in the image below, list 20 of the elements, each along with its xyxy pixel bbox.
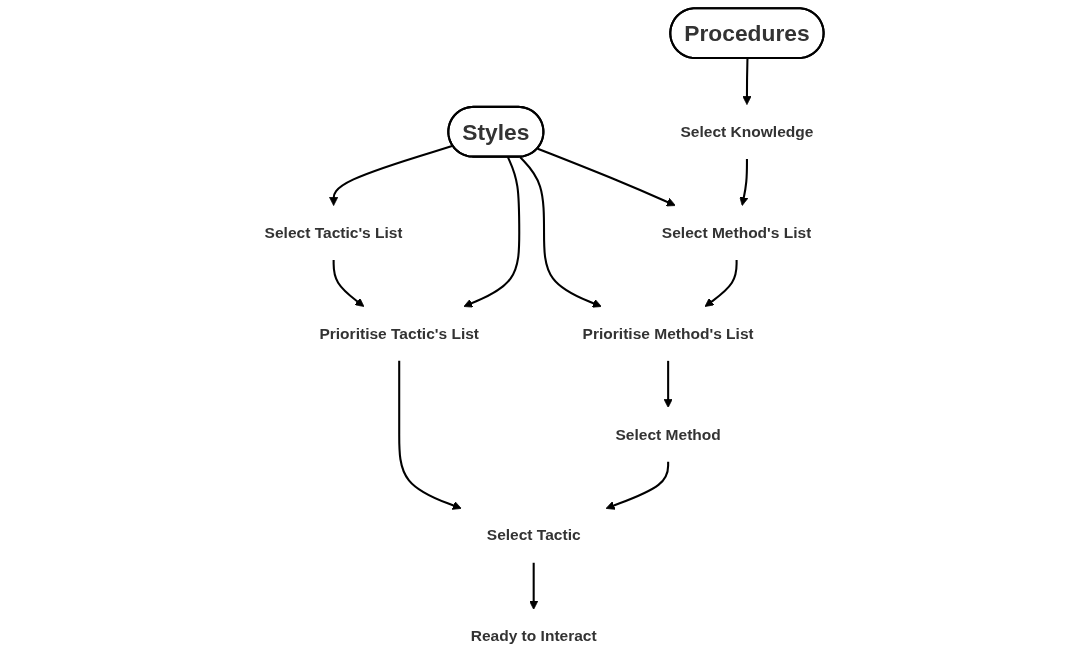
arrow: [605, 461, 670, 510]
arrow: [329, 144, 454, 206]
arrow: [742, 58, 752, 105]
arrow: [332, 259, 365, 307]
arrow: [519, 156, 602, 308]
arrow: [739, 158, 749, 206]
node-text: Select Tactic's List: [264, 223, 403, 241]
arrow: [463, 156, 521, 308]
node-text: Prioritise Method's List: [582, 324, 754, 342]
arrow: [529, 562, 539, 610]
arrow: [537, 147, 676, 207]
node-text: Select Knowledge: [680, 122, 814, 140]
arrow: [663, 360, 673, 408]
arrow: [704, 259, 738, 307]
node-text: Select Method's List: [661, 223, 812, 241]
node-text: Select Tactic: [486, 526, 581, 544]
arrow: [398, 360, 462, 510]
node-text: Select Method: [615, 425, 721, 443]
node-text: Ready to Interact: [470, 626, 597, 645]
node-text: Prioritise Tactic's List: [319, 324, 480, 342]
